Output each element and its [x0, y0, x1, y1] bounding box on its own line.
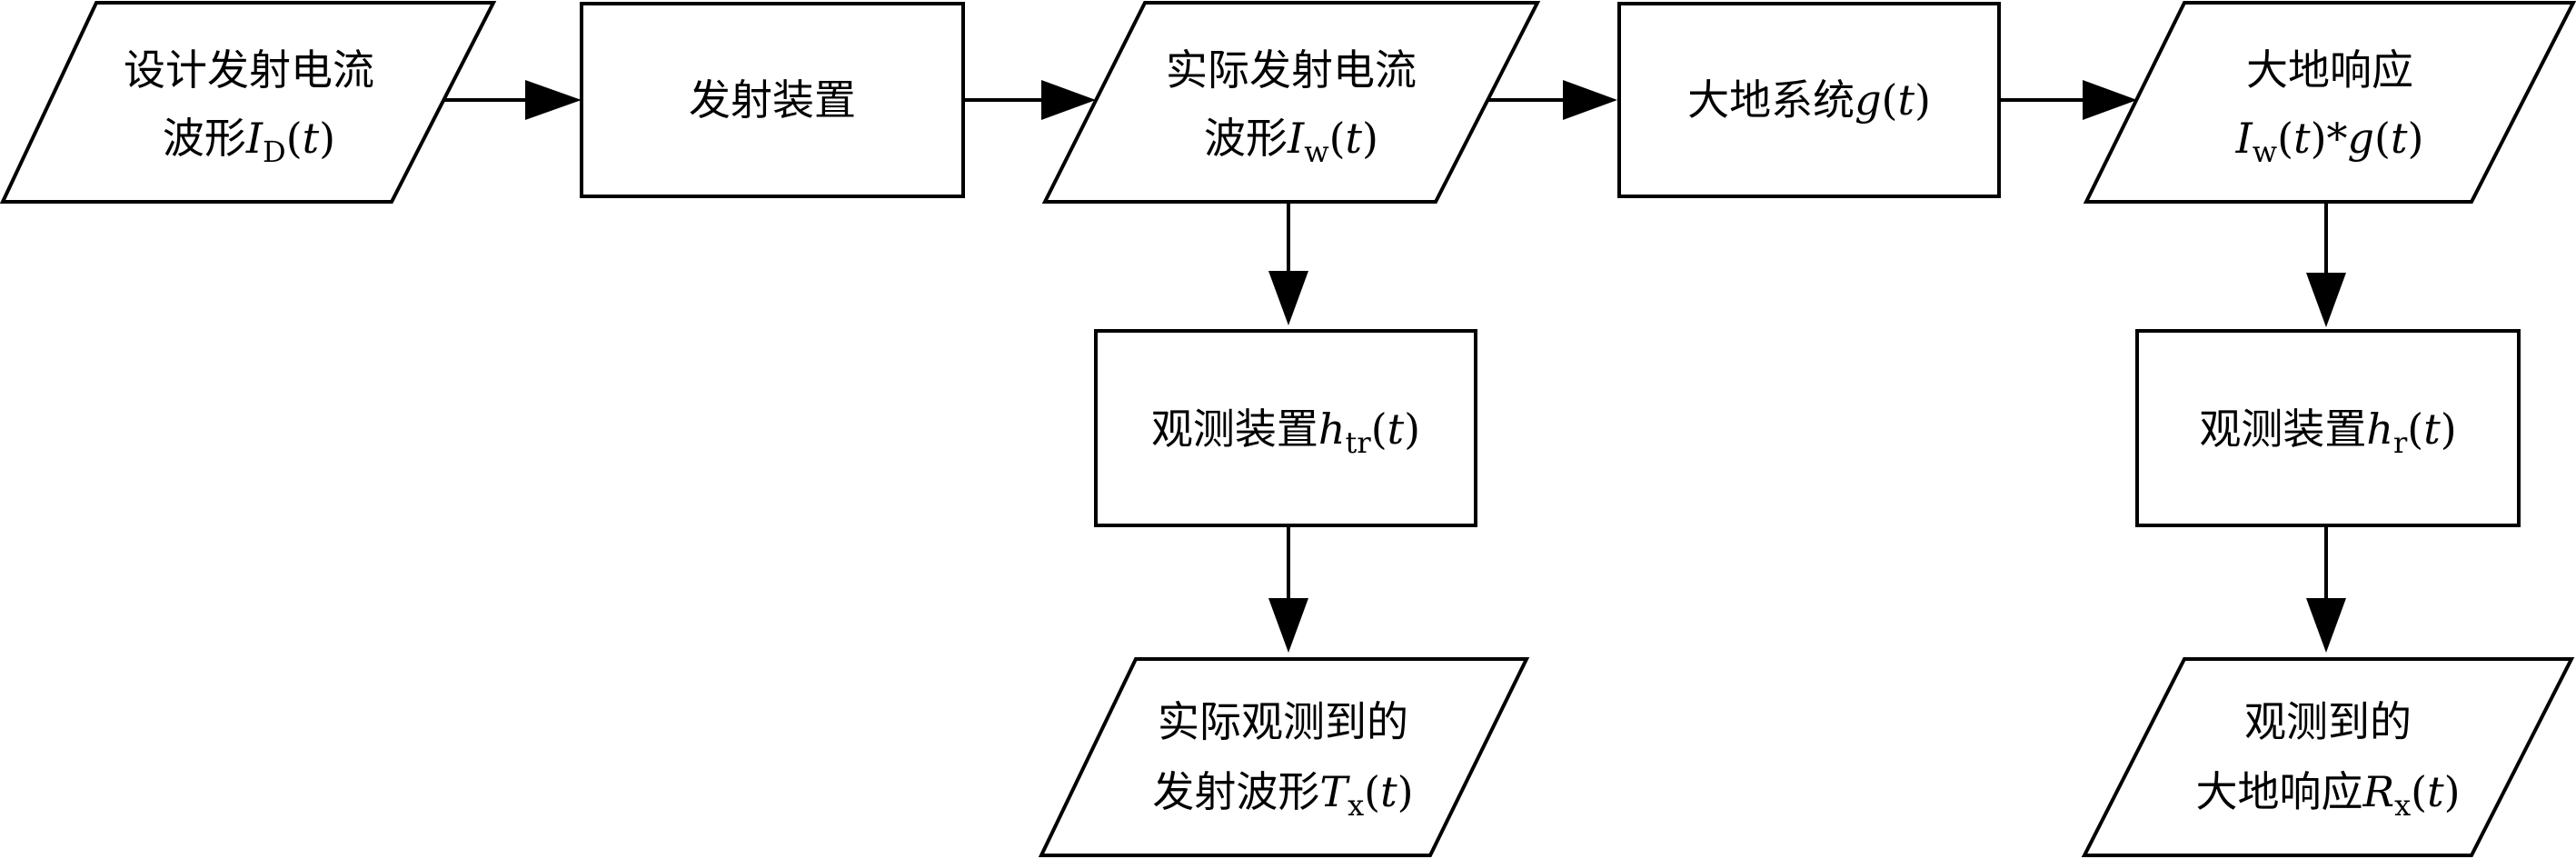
- observed-rx-line2: 大地响应Rx(t): [2195, 767, 2460, 823]
- rectangle-shape: [1617, 2, 2001, 198]
- edge-tx-observer-to-observed-tx: [1268, 527, 1308, 653]
- parallelogram-shape: [1041, 1, 1541, 204]
- node-rx-observer: 观测装置hr(t): [2135, 329, 2521, 527]
- node-earth-response: 大地响应 Iw(t)*g(t): [2083, 1, 2576, 204]
- node-actual-waveform: 实际发射电流 波形Iw(t): [1041, 1, 1541, 204]
- connectors: [442, 80, 2346, 653]
- design-waveform-line2: 波形ID(t): [163, 114, 335, 169]
- node-design-waveform: 设计发射电流 波形ID(t): [0, 1, 497, 204]
- edge-earth-system-to-response: [1999, 80, 2137, 120]
- edge-transmitter-to-actual: [963, 80, 1096, 120]
- tx-observer-label: 观测装置htr(t): [1151, 405, 1420, 460]
- parallelogram-shape: [2083, 1, 2576, 204]
- design-waveform-line1: 设计发射电流: [124, 45, 374, 95]
- transmitter-label: 发射装置: [689, 75, 856, 125]
- node-tx-observer: 观测装置htr(t): [1094, 329, 1477, 527]
- rectangle-shape: [580, 2, 965, 198]
- actual-waveform-line1: 实际发射电流: [1166, 45, 1417, 95]
- parallelogram-shape: [0, 1, 497, 204]
- rectangle-shape: [1094, 329, 1477, 527]
- node-observed-tx: 实际观测到的 发射波形Tx(t): [1038, 657, 1530, 857]
- earth-response-line1: 大地响应: [2246, 45, 2413, 95]
- observed-rx-line1: 观测到的: [2244, 697, 2412, 746]
- parallelogram-shape: [1038, 657, 1530, 857]
- rectangle-shape: [2135, 329, 2521, 527]
- node-earth-system: 大地系统g(t): [1617, 2, 2001, 198]
- actual-waveform-line2: 波形Iw(t): [1204, 114, 1378, 169]
- node-observed-rx: 观测到的 大地响应Rx(t): [2081, 657, 2575, 857]
- edge-response-to-rx-observer: [2306, 202, 2346, 327]
- earth-system-label: 大地系统g(t): [1687, 75, 1931, 125]
- edge-design-to-transmitter: [442, 80, 582, 120]
- edge-actual-to-earth-system: [1487, 80, 1617, 120]
- observed-tx-line1: 实际观测到的: [1158, 697, 1408, 746]
- edge-rx-observer-to-observed-rx: [2306, 527, 2346, 653]
- node-transmitter: 发射装置: [580, 2, 965, 198]
- rx-observer-label: 观测装置hr(t): [2199, 405, 2456, 460]
- edge-actual-to-tx-observer: [1268, 202, 1308, 325]
- observed-tx-line2: 发射波形Tx(t): [1152, 767, 1413, 823]
- parallelogram-shape: [2081, 657, 2575, 857]
- earth-response-line2: Iw(t)*g(t): [2235, 114, 2424, 169]
